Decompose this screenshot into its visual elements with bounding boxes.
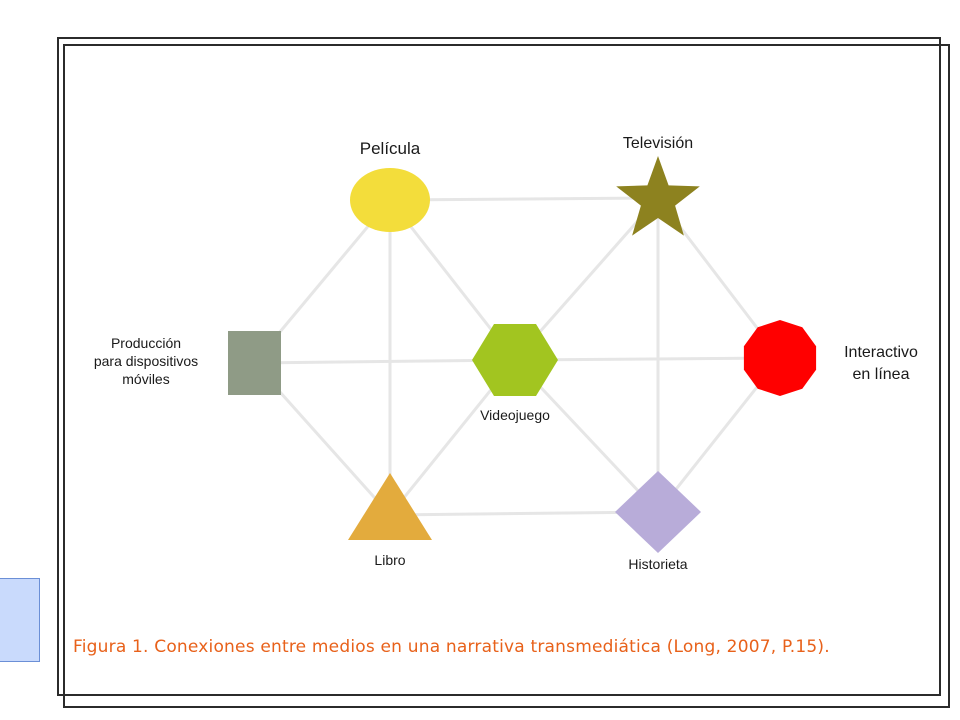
videojuego-node: [472, 324, 558, 396]
pelicula-label: Película: [359, 139, 421, 158]
produccion-label-line-1: Producción: [110, 335, 182, 351]
historieta-label: Historieta: [628, 556, 688, 572]
produccion-label: Producción para dispositivos móviles: [76, 334, 216, 389]
edge-videojuego-interactivo: [514, 356, 781, 362]
libro-node: [348, 473, 432, 540]
nodes: [228, 156, 817, 553]
interactivo-label: Interactivo en línea: [826, 342, 936, 385]
edge-produccion-videojuego: [253, 358, 516, 365]
inner-frame: [63, 44, 950, 708]
television-node: [616, 156, 700, 236]
television-label: Televisión: [622, 135, 694, 152]
inner-frame-top: [63, 44, 950, 46]
edge-pelicula-television: [389, 196, 659, 202]
edge-libro-historieta: [389, 510, 659, 517]
produccion-label-line-2: para dispositivos: [93, 353, 199, 370]
interactivo-node: [743, 320, 817, 396]
produccion-node: [228, 331, 281, 395]
produccion-label-line-3: móviles: [122, 371, 170, 388]
videojuego-label: Videojuego: [480, 407, 550, 423]
outer-frame: [57, 37, 941, 696]
historieta-node: [615, 471, 701, 553]
figure-caption: Figura 1. Conexiones entre medios en una…: [73, 637, 830, 657]
interactivo-label-line-2: en línea: [852, 365, 910, 383]
interactivo-label-line-1: Interactivo: [844, 344, 918, 361]
pelicula-node: [350, 168, 430, 232]
libro-label: Libro: [374, 552, 406, 568]
side-tab: [0, 578, 40, 662]
inner-frame-left: [63, 44, 65, 708]
